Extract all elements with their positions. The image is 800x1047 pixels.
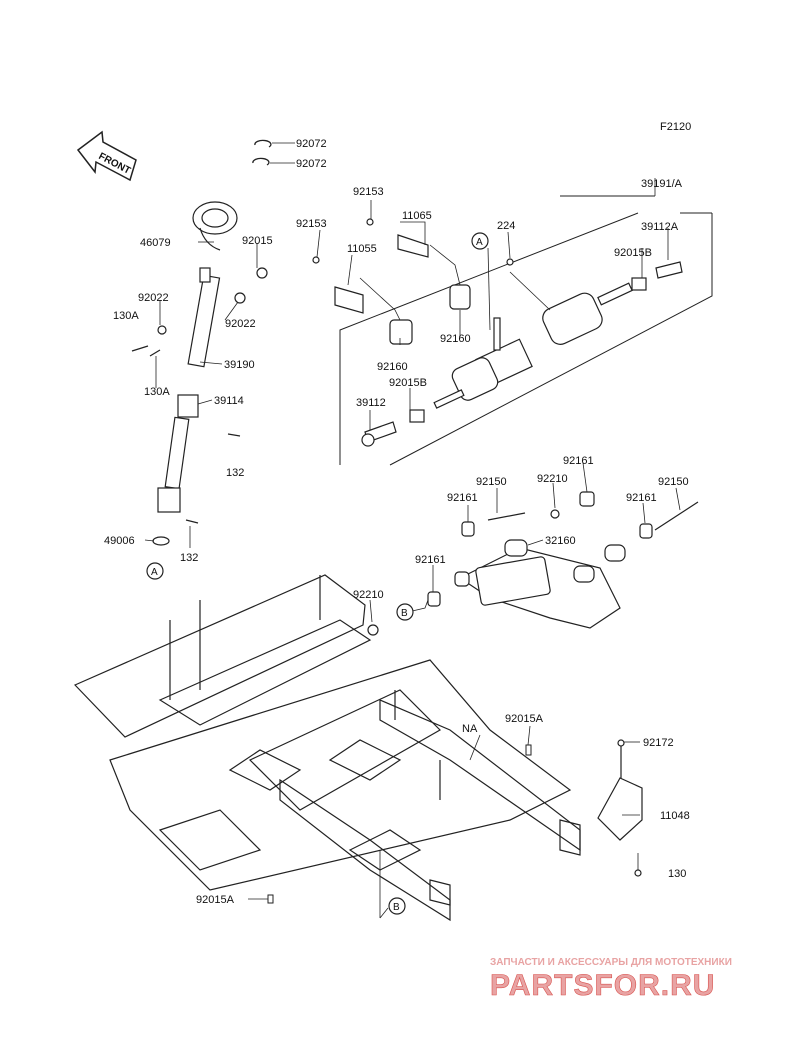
rack-and-pinion xyxy=(361,261,683,447)
part-label: 92022 xyxy=(138,292,169,304)
suspension-arm xyxy=(367,491,699,636)
mount-brackets xyxy=(312,218,514,345)
part-label: NA xyxy=(462,723,478,735)
part-label: 92210 xyxy=(537,473,568,485)
steering-column xyxy=(131,201,268,546)
callout-a-bottom: A xyxy=(146,562,164,580)
part-label: 92172 xyxy=(643,737,674,749)
part-label: 130A xyxy=(113,310,139,322)
vehicle-frame xyxy=(73,574,581,922)
part-label: 46079 xyxy=(140,237,171,249)
part-label: 92153 xyxy=(296,218,327,230)
figure-code: F2120 xyxy=(660,121,691,133)
callout-a-top: A xyxy=(471,232,489,250)
part-labels: 92072 92072 92153 11065 39191/A 39112A 9… xyxy=(104,138,690,906)
callout-b-mid-label: B xyxy=(401,608,408,619)
callout-a-top-label: A xyxy=(476,237,483,248)
part-label: 92072 xyxy=(296,158,327,170)
part-label: 92015B xyxy=(389,377,427,389)
leader-lines xyxy=(144,142,681,919)
part-label: 39112 xyxy=(356,397,386,409)
part-label: 224 xyxy=(497,220,515,232)
callout-a-bottom-label: A xyxy=(151,567,158,578)
part-label: 92161 xyxy=(626,492,657,504)
part-label: 39191/A xyxy=(641,178,683,190)
bracket-11048 xyxy=(597,739,643,877)
part-label: 11055 xyxy=(347,243,377,255)
part-label: 49006 xyxy=(104,535,135,547)
clip-92072 xyxy=(252,139,272,166)
part-label: 92015 xyxy=(242,235,273,247)
part-label: 92150 xyxy=(658,476,689,488)
part-label: 92150 xyxy=(476,476,507,488)
part-label: 39112A xyxy=(641,221,679,233)
part-label: 92210 xyxy=(353,589,384,601)
part-label: 92015A xyxy=(505,713,544,725)
steering-outline xyxy=(339,195,713,466)
part-label: 92161 xyxy=(415,554,446,566)
watermark-logo: ЗАПЧАСТИ И АКСЕССУАРЫ ДЛЯ МОТОТЕХНИКИ PA… xyxy=(490,957,732,1002)
part-label: 130A xyxy=(144,386,170,398)
callout-b-bottom-label: B xyxy=(393,902,400,913)
part-label: 92161 xyxy=(563,455,594,467)
part-label: 92161 xyxy=(447,492,478,504)
part-label: 92022 xyxy=(225,318,256,330)
part-label: 132 xyxy=(226,467,244,479)
callout-b-mid: B xyxy=(396,603,414,621)
part-label: 92160 xyxy=(440,333,471,345)
front-arrow-icon: FRONT xyxy=(76,130,137,182)
part-label: 39190 xyxy=(224,359,255,371)
callout-b-bottom: B xyxy=(388,897,406,915)
watermark-tagline: ЗАПЧАСТИ И АКСЕССУАРЫ ДЛЯ МОТОТЕХНИКИ xyxy=(490,957,732,968)
part-label: 92015A xyxy=(196,894,235,906)
part-label: 32160 xyxy=(545,535,576,547)
part-label: 92160 xyxy=(377,361,408,373)
part-label: 132 xyxy=(180,552,198,564)
part-label: 39114 xyxy=(214,395,244,407)
part-label: 92153 xyxy=(353,186,384,198)
part-label: 130 xyxy=(668,868,686,880)
part-label: 11065 xyxy=(402,210,432,222)
part-label: 92015B xyxy=(614,247,652,259)
part-label: 92072 xyxy=(296,138,327,150)
watermark-brand: PARTSFOR.RU xyxy=(490,969,715,1002)
part-label: 11048 xyxy=(660,810,690,822)
